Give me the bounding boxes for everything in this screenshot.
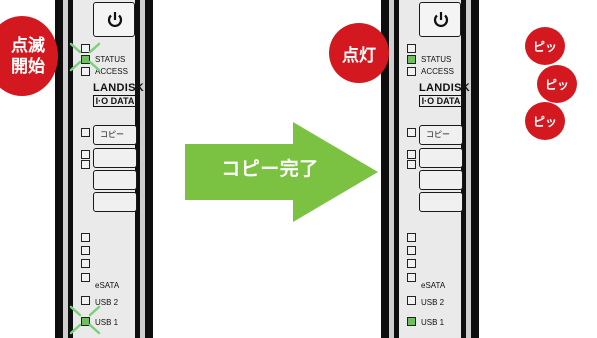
device-edge-stripe [466,0,471,338]
right-arrow-icon [185,122,378,222]
flash-burst-icon [69,42,101,72]
status-led [81,55,90,64]
access-led [81,67,90,76]
esata-led-label: eSATA [95,281,120,290]
function-button[interactable] [93,192,137,212]
beep-callout: ピッ [525,27,565,65]
brand-logo: LANDISK I·O DATA [419,82,470,107]
function-button[interactable] [419,170,463,190]
function-button[interactable] [93,170,137,190]
esata-led-label: eSATA [421,281,446,290]
led-upper [407,44,416,53]
led-mid [407,160,416,169]
usb2-led-label: USB 2 [421,298,445,307]
beep-callout: ピッ [537,65,577,103]
device-edge-stripe [389,0,394,338]
power-icon [433,12,449,27]
led-lower [81,259,90,268]
led-mid [407,128,416,137]
beep-text: ピッ [532,39,557,54]
usb2-led [407,296,416,305]
function-button[interactable] [93,148,137,168]
led-lower [407,233,416,242]
status-led [407,55,416,64]
power-icon [107,12,123,27]
copy-button-label: コピー [426,130,450,139]
led-upper [81,44,90,53]
access-led-label: ACCESS [95,67,128,76]
brand-sub: I·O DATA [93,95,137,107]
usb1-led [407,317,416,326]
flash-burst-icon [69,305,101,335]
status-led-label: STATUS [95,55,126,64]
blink-start-callout: 点滅 開始 [0,16,58,96]
lit-callout: 点灯 [329,23,389,83]
led-lower [81,246,90,255]
copy-complete-label: コピー完了 [221,159,319,180]
brand-name: LANDISK [419,82,470,94]
led-mid [81,128,90,137]
usb1-led [81,317,90,326]
led-mid [81,160,90,169]
led-mid [81,150,90,159]
power-button[interactable] [93,2,135,37]
beep-text: ピッ [532,114,557,129]
copy-button[interactable]: コピー [93,125,137,145]
brand-name: LANDISK [93,82,144,94]
brand-sub: I·O DATA [419,95,463,107]
lit-text: 点灯 [342,45,376,65]
nas-device-left: STATUS ACCESS LANDISK I·O DATA コピー eSATA… [55,0,153,338]
led-lower [81,233,90,242]
device-edge-stripe [140,0,145,338]
usb2-led [81,296,90,305]
function-button[interactable] [419,148,463,168]
power-button[interactable] [419,2,461,37]
led-lower [407,246,416,255]
esata-led [81,273,90,282]
beep-text: ピッ [544,77,569,92]
copy-button[interactable]: コピー [419,125,463,145]
device-edge-stripe [63,0,68,338]
copy-button-label: コピー [100,130,124,139]
access-led-label: ACCESS [421,67,454,76]
brand-logo: LANDISK I·O DATA [93,82,144,107]
usb1-led-label: USB 1 [95,318,119,327]
nas-device-right: STATUS ACCESS LANDISK I·O DATA コピー eSATA… [381,0,479,338]
led-mid [407,150,416,159]
led-lower [407,259,416,268]
beep-callout: ピッ [525,102,565,140]
function-button[interactable] [419,192,463,212]
usb2-led-label: USB 2 [95,298,119,307]
esata-led [407,273,416,282]
status-led-label: STATUS [421,55,452,64]
blink-start-text: 点滅 開始 [11,36,45,76]
usb1-led-label: USB 1 [421,318,445,327]
access-led [407,67,416,76]
